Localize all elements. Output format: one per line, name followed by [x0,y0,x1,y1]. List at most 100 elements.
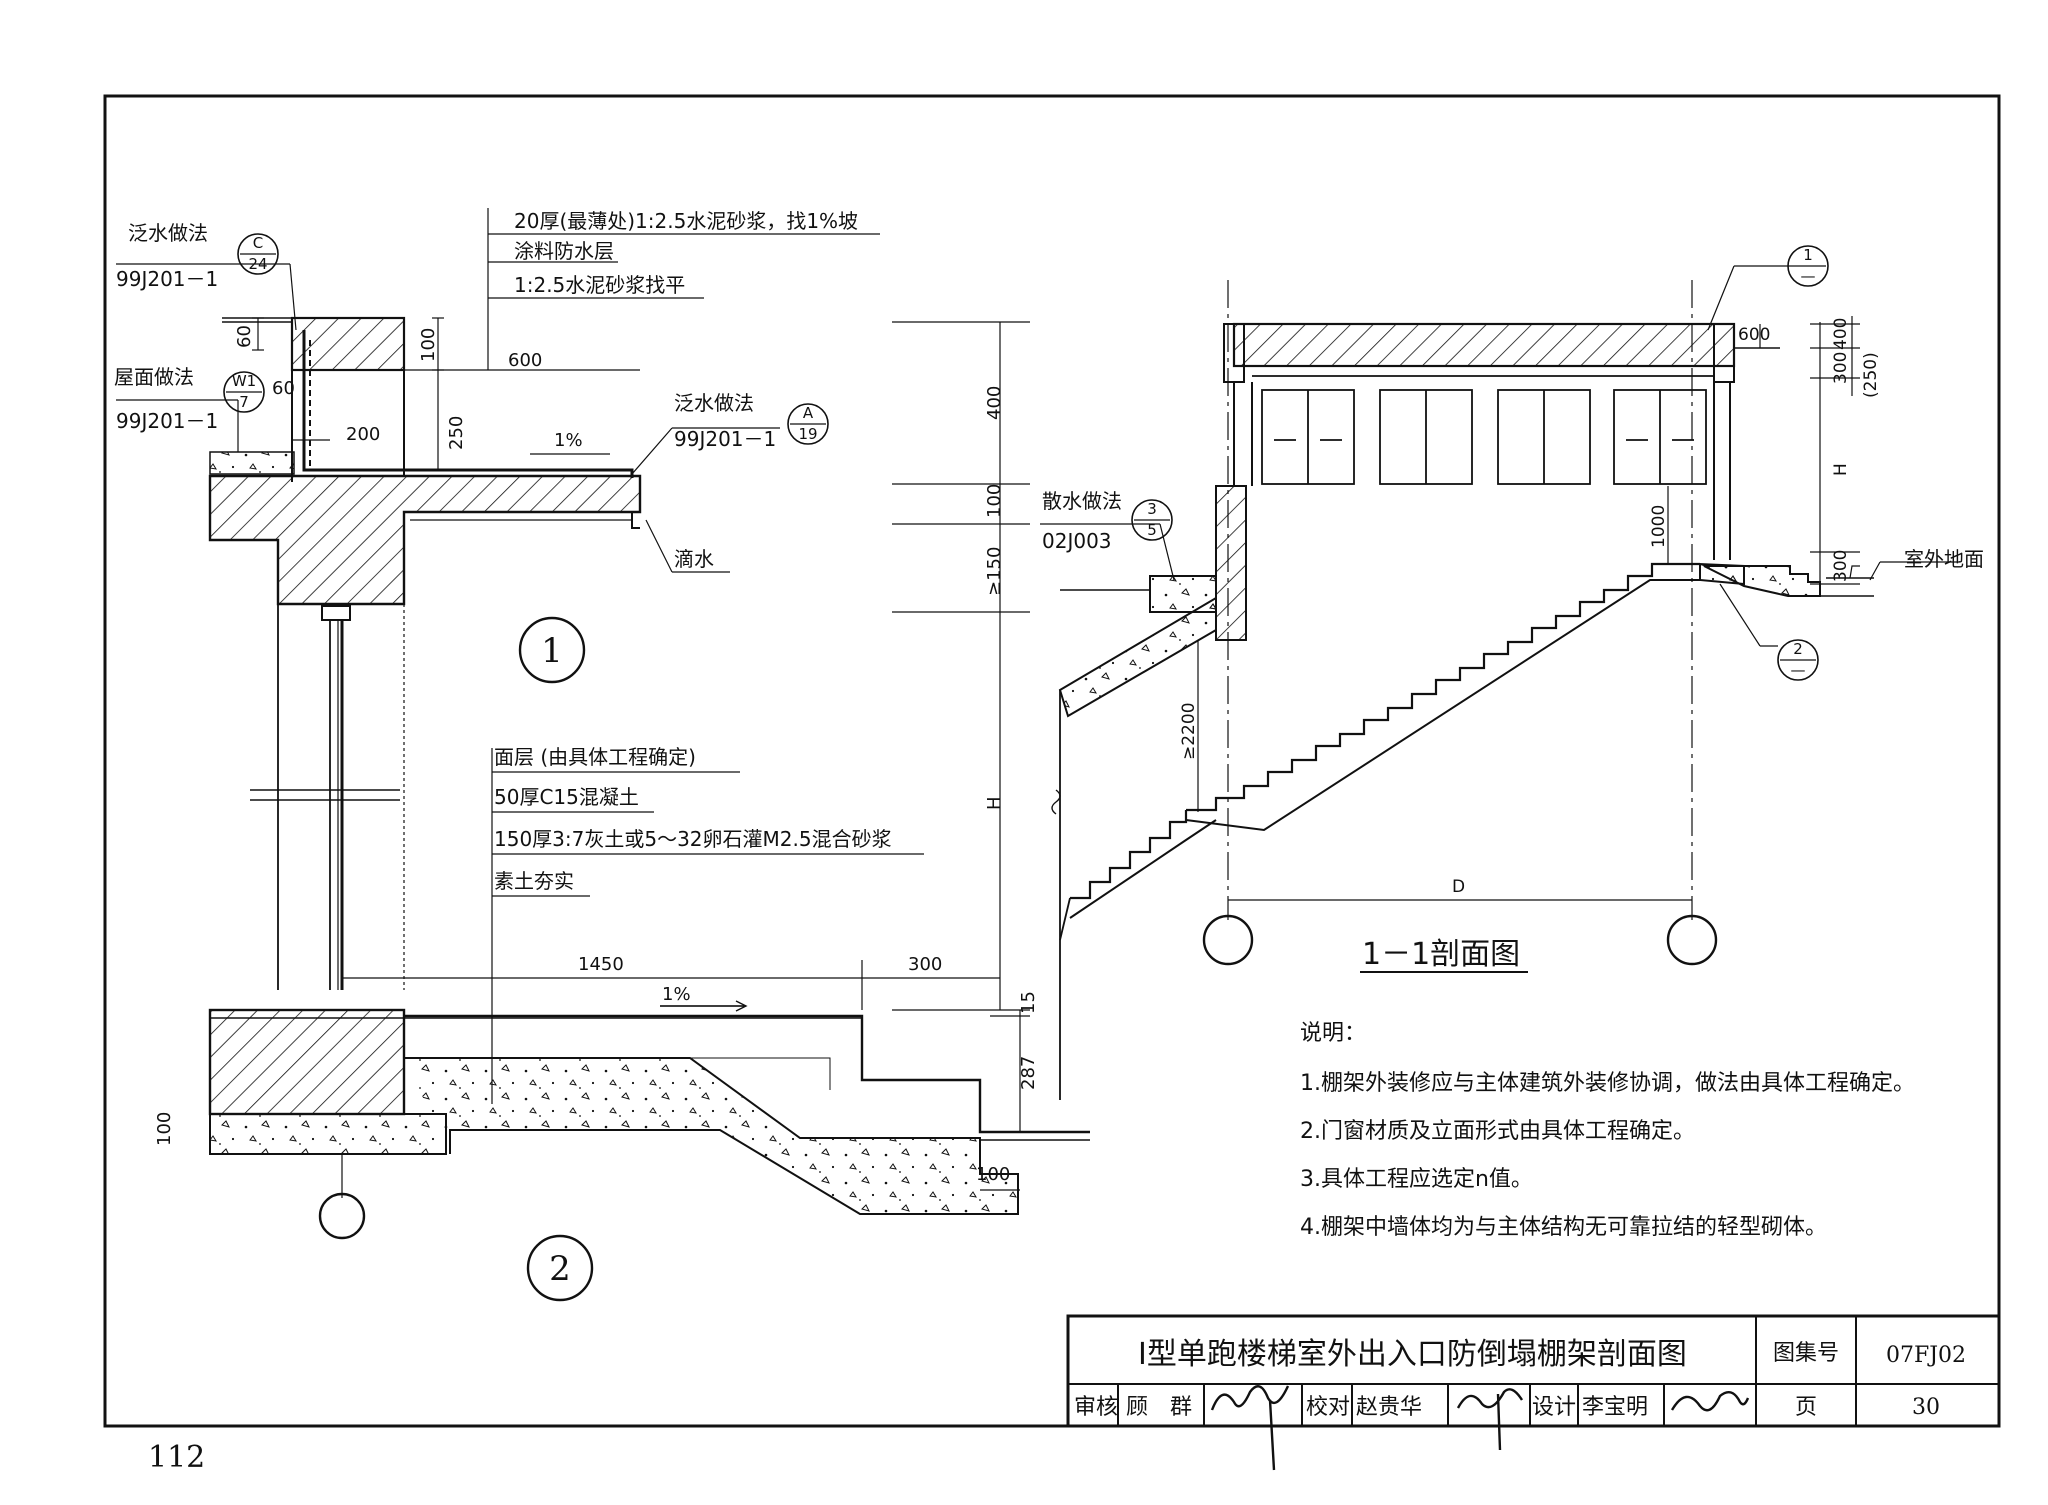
sec-dim-H: H [1831,463,1851,476]
apron-sym: 3 [1147,500,1157,518]
design-label: 设计 [1532,1395,1576,1420]
dim-H: H [984,796,1005,810]
dim-150: ≥150 [984,547,1005,596]
title-block-text: Ⅰ型单跑楼梯室外出入口防倒塌棚架剖面图 图集号 07FJ02 页 30 审核 顾… [1074,1337,1966,1471]
axis-circle-left [1202,914,1254,966]
roof-sym: W1 [232,372,256,390]
sec-dim-250: (250) [1861,352,1881,398]
slope-label-1: 1% [554,430,583,451]
page-label: 页 [1795,1395,1817,1420]
layer2-2: 50厚C15混凝土 [494,785,639,809]
flashing-top-sym: C [253,234,263,252]
signature-check [1456,1388,1524,1451]
dim-100-right: 100 [976,1164,1010,1185]
apron-label: 散水做法 [1042,489,1122,513]
callout-2-sym: 2 [1793,640,1803,658]
dim-400: 400 [984,386,1005,420]
check-name: 赵贵华 [1356,1395,1422,1420]
flashing-right-sym-page: 19 [798,425,817,443]
sec-dim-300b: 300 [1831,550,1851,582]
section-text: 散水做法 02J003 3 5 室外地面 1 — 2 — 600 300 400… [1042,246,1984,972]
layer-3: 1:2.5水泥砂浆找平 [514,273,685,297]
callout-circle-1 [518,616,586,684]
sheet-border [103,94,2001,1428]
title-block [1066,1314,2001,1428]
review-name: 顾 群 [1126,1395,1192,1420]
dim-15: 15 [1018,991,1039,1014]
sec-dim-300: 300 [1831,352,1851,384]
drawing-title: Ⅰ型单跑楼梯室外出入口防倒塌棚架剖面图 [1138,1337,1687,1372]
section-title: 1－1剖面图 [1362,937,1520,972]
flashing-top-label: 泛水做法 [128,221,208,245]
drip-label: 滴水 [674,547,714,571]
shelter-roof [1232,322,1736,368]
section-1-1 [1040,265,1960,1100]
page-number: 112 [148,1440,206,1475]
detail-1-text: 泛水做法 99J201－1 C 24 屋面做法 99J201－1 W1 7 泛水… [114,209,1005,671]
dim-600: 600 [508,350,542,371]
dim-100-left: 100 [154,1112,175,1146]
dim-200: 200 [346,424,380,445]
notes: 说明： 1.棚架外装修应与主体建筑外装修协调，做法由具体工程确定。 2.门窗材质… [1300,1021,1915,1240]
layer2-4: 素土夯实 [494,869,574,893]
flashing-right-label: 泛水做法 [674,391,754,415]
callout-2-sym-bot: — [1791,661,1806,679]
parapet-cap [290,316,406,372]
flashing-top-ref: 99J201－1 [116,267,218,291]
callout-circles [223,233,1829,1302]
sec-dim-2200: ≥2200 [1179,702,1199,760]
layer2-1: 面层 (由具体工程确定) [494,745,696,769]
note-4: 4.棚架中墙体均为与主体结构无可靠拉结的轻型砌体。 [1300,1215,1827,1240]
dim-100b: 100 [984,484,1005,518]
sec-dim-600: 600 [1738,325,1770,345]
callout-1-sym-bot: — [1801,267,1816,285]
design-name: 李宝明 [1582,1395,1648,1420]
detail-1 [116,208,1030,1011]
dim-60a: 60 [234,325,255,348]
roof-slab [208,474,642,606]
callout-1-sym: 1 [1803,246,1813,264]
signature-design [1670,1390,1750,1412]
layer2-3: 150厚3:7灰土或5～32卵石灌M2.5混合砂浆 [494,827,892,851]
ground-slab [404,1057,1019,1215]
note-3: 3.具体工程应选定n值。 [1300,1167,1533,1192]
sec-dim-1000: 1000 [1649,505,1669,548]
shelter-windows [1252,375,1714,485]
layer-1: 20厚(最薄处)1:2.5水泥砂浆，找1%坡 [514,209,858,233]
notes-heading: 说明： [1300,1021,1366,1046]
dim-300: 300 [908,954,942,975]
page-value: 30 [1912,1395,1940,1420]
slope-label-2: 1% [662,984,691,1005]
review-label: 审核 [1074,1395,1118,1420]
roof-sym-page: 7 [239,393,249,411]
callout-1-label: 1 [541,631,563,671]
roof-label: 屋面做法 [114,365,194,389]
apron-ref: 02J003 [1042,529,1112,553]
exterior-ground-slab [1703,565,1821,597]
callout-2-label: 2 [549,1249,571,1289]
roof-insulation [209,451,295,475]
axis-circle-right [1666,914,1718,966]
sec-dim-400: 400 [1831,318,1851,350]
ground-label: 室外地面 [1904,547,1984,571]
layer-2: 涂料防水层 [514,239,614,263]
flashing-top-sym-page: 24 [248,255,267,273]
callout-circle-2 [526,1234,594,1302]
dim-287: 287 [1018,1056,1039,1090]
dim-1450: 1450 [578,954,624,975]
foundation-footing [209,1113,447,1155]
upper-flight [1186,562,1700,812]
atlas-value: 07FJ02 [1886,1343,1966,1368]
note-1: 1.棚架外装修应与主体建筑外装修协调，做法由具体工程确定。 [1300,1071,1915,1096]
atlas-label: 图集号 [1773,1341,1839,1366]
check-label: 校对 [1306,1395,1350,1420]
flashing-right-ref: 99J201－1 [674,427,776,451]
note-2: 2.门窗材质及立面形式由具体工程确定。 [1300,1119,1695,1144]
flashing-right-sym: A [803,404,814,422]
axis-circle-detail2 [318,1192,366,1240]
detail-2-text: 面层 (由具体工程确定) 50厚C15混凝土 150厚3:7灰土或5～32卵石灌… [154,745,1039,1289]
foundation-block [208,1008,406,1116]
dim-100: 100 [418,328,439,362]
